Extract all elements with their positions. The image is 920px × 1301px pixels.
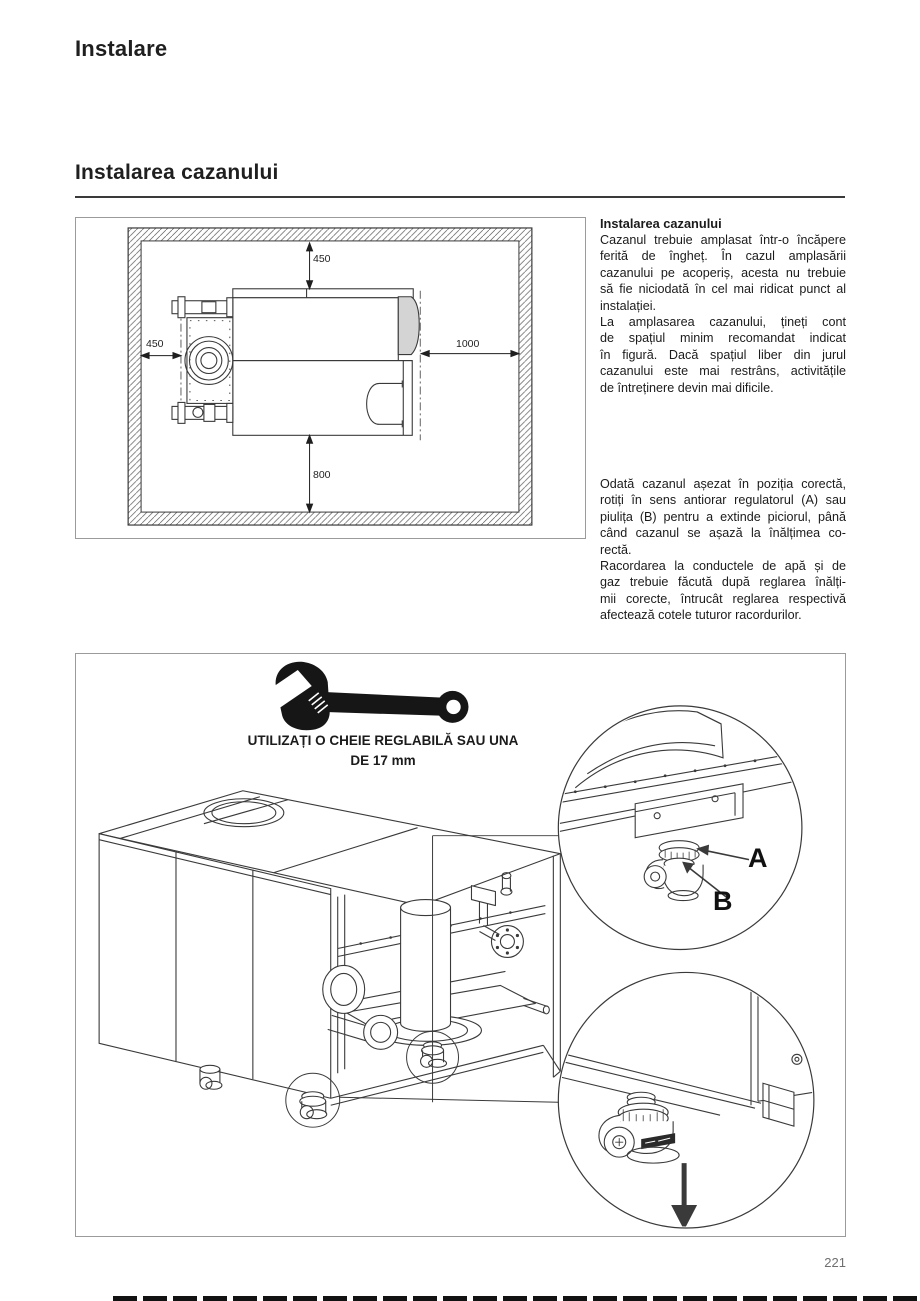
leveling-diagram [98, 661, 815, 1229]
body-line: rectă. [600, 542, 632, 557]
body-line: ferită de îngheț. În cazul amplasării [600, 249, 846, 264]
boiler-isometric-drawing [98, 790, 561, 1120]
clearance-diagram [127, 227, 533, 526]
dim-label-left: 450 [146, 338, 164, 350]
caster-foot [420, 1041, 448, 1068]
clearance-figure [75, 217, 586, 539]
dim-label-bottom: 800 [313, 469, 331, 481]
body-line: de spațiul minim recomandat indicat [600, 331, 846, 346]
detail-circle-caster [557, 971, 815, 1229]
caster-foot [299, 1091, 328, 1120]
body-line: Racordarea la conductele de apă și de [600, 559, 846, 574]
body-line: să fie niciodată în cel mai ridicat punc… [600, 282, 846, 297]
wrench-caption-line1: UTILIZAȚI O CHEIE REGLABILĂ SAU UNA [247, 733, 519, 748]
body-line: cazanului este mai restrâns, activitățil… [600, 364, 846, 379]
arrow-to-a [696, 844, 750, 861]
page-number: 221 [824, 1255, 846, 1270]
extend-down-arrow [671, 1163, 698, 1227]
detail-adjuster-content [559, 710, 794, 902]
body-line: mii corecte, întrucât reglarea respectiv… [600, 591, 846, 606]
arrow-to-b [682, 861, 728, 899]
wrench-caption-line2: DE 17 mm [350, 753, 416, 768]
section-heading: Instalarea cazanului [75, 161, 279, 184]
body-line: instalației. [600, 298, 657, 313]
body-line: de întreținere devin mai dificile. [600, 380, 774, 395]
section-rule [75, 196, 845, 198]
body-line: piulița (B) pentru a extinde piciorul, p… [600, 509, 846, 524]
body-line: La amplasarea cazanului, țineți cont [600, 315, 846, 330]
body-line: Cazanul trebuie amplasat într-o încăpere [600, 233, 846, 247]
wrench-icon [259, 661, 469, 731]
label-b: B [713, 886, 733, 916]
page-title: Instalare [75, 36, 168, 61]
body-paragraph-1: Cazanul trebuie amplasat într-o încăpere… [600, 232, 846, 396]
caster-foot [199, 1064, 223, 1090]
body-line: rotiți în sens antiorar regulatorul (A) … [600, 493, 846, 508]
detail-leader-lines [285, 835, 560, 1128]
body-line: în figură. Dacă spațiul liber din jurul [600, 347, 846, 362]
bottom-scan-edge [113, 1296, 920, 1301]
body-line: afectează cotele tuturor racordurilor. [600, 608, 802, 623]
body-paragraph-2: Odată cazanul așezat în poziția corectă,… [600, 476, 846, 624]
leveling-figure [75, 653, 846, 1237]
dimension-arrows [139, 241, 521, 514]
body-heading: Instalarea cazanului [600, 216, 722, 231]
dim-label-right: 1000 [456, 338, 480, 350]
body-line: când cazanul se așază la înălțimea co- [600, 526, 846, 541]
boiler-plan-view [171, 288, 421, 441]
body-line: gaz trebuie făcută după reglarea înălți- [600, 575, 846, 590]
body-line: Odată cazanul așezat în poziția corectă, [600, 477, 846, 491]
dim-label-top: 450 [313, 253, 331, 265]
label-a: A [748, 843, 768, 873]
body-line: cazanului pe acoperiș, acesta nu trebuie [600, 265, 846, 280]
